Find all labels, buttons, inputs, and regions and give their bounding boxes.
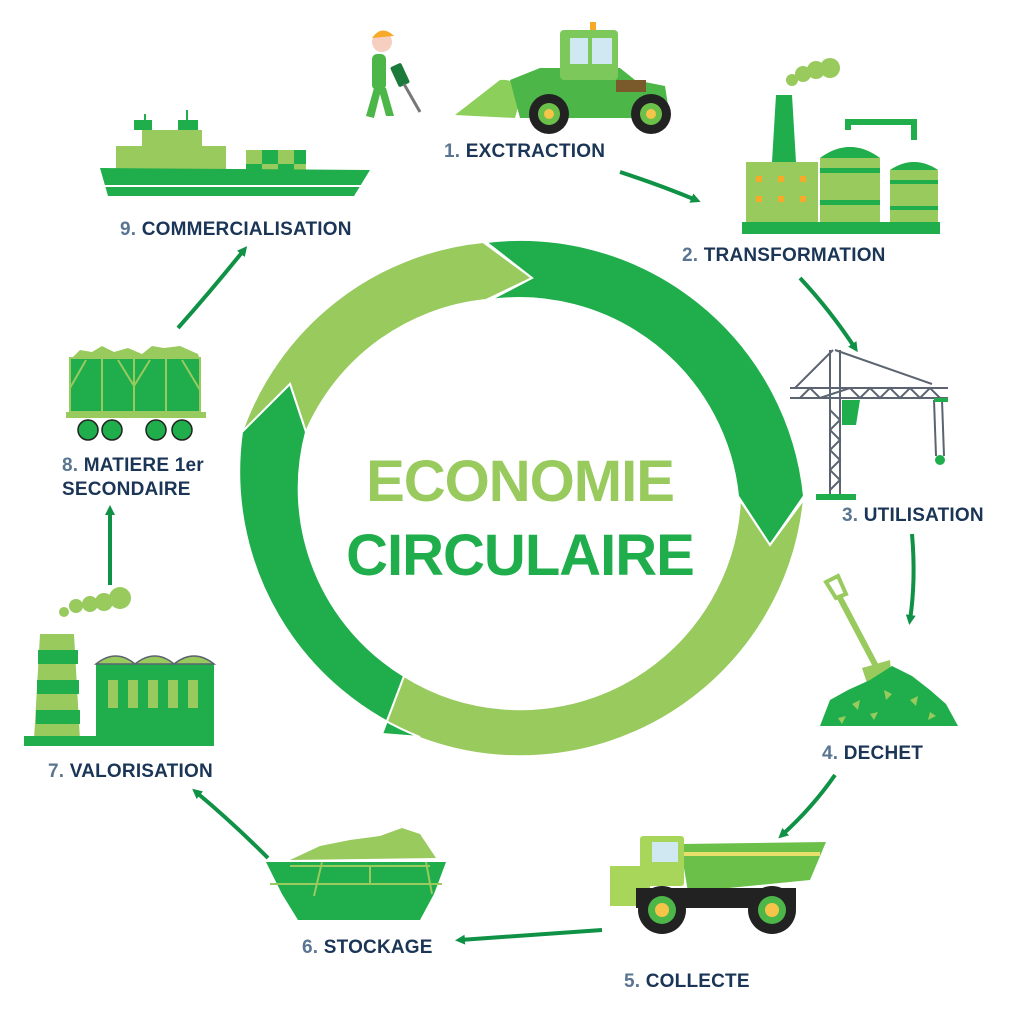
arrow-3-to-4 — [905, 533, 916, 625]
skip-container-icon — [266, 828, 446, 920]
arrow-1-to-2 — [619, 170, 701, 203]
shovel-waste-pile-icon — [820, 573, 958, 726]
step-name: COMMERCIALISATION — [141, 219, 352, 240]
arrow-2-to-3 — [798, 276, 858, 353]
step-label-4: 4. DECHET — [822, 742, 923, 766]
step-label-9: 9. COMMERCIALISATION — [120, 218, 352, 242]
arrow-4-to-5 — [778, 773, 837, 839]
step-label-7: 7. VALORISATION — [48, 760, 213, 784]
step-label-5: 5. COLLECTE — [624, 970, 750, 994]
step-label-2: 2. TRANSFORMATION — [682, 244, 886, 268]
step-name: COLLECTE — [645, 971, 750, 992]
title-line-1: ECONOMIE — [366, 449, 675, 514]
step-number: 2. — [682, 245, 699, 266]
ring-segment-light-top — [241, 240, 534, 435]
freight-wagon-icon — [66, 346, 206, 441]
arrow-5-to-6 — [455, 928, 603, 945]
step-number: 5. — [624, 971, 641, 992]
step-name-line-2: SECONDAIRE — [62, 479, 191, 500]
step-number: 3. — [842, 505, 859, 526]
crane-parts — [816, 398, 948, 500]
cycle-ring — [238, 238, 806, 758]
step-name: TRANSFORMATION — [703, 245, 886, 266]
tower-crane-icon — [790, 349, 948, 494]
step-label-6: 6. STOCKAGE — [302, 936, 433, 960]
arrow-8-to-9 — [176, 246, 248, 330]
step-label-1: 1. EXCTRACTION — [444, 140, 605, 164]
step-number: 1. — [444, 141, 461, 162]
step-number: 7. — [48, 761, 65, 782]
ring-segment-dark-left — [238, 382, 421, 738]
step-number: 9. — [120, 219, 137, 240]
dump-truck-icon — [610, 836, 826, 934]
worker-and-loader-icon — [366, 22, 671, 134]
step-arrows — [105, 170, 916, 945]
step-label-3: 3. UTILISATION — [842, 504, 984, 528]
cargo-ship-icon — [100, 110, 370, 196]
factory-tanks-icon — [742, 58, 940, 234]
step-number: 4. — [822, 743, 839, 764]
step-name: EXCTRACTION — [465, 141, 606, 162]
step-name: MATIERE 1er — [83, 455, 204, 476]
recycling-plant-icon — [24, 587, 217, 746]
step-name: UTILISATION — [863, 505, 984, 526]
arrow-6-to-7 — [192, 788, 270, 860]
step-name: DECHET — [843, 743, 924, 764]
step-number: 6. — [302, 937, 319, 958]
step-name: STOCKAGE — [323, 937, 433, 958]
step-number: 8. — [62, 455, 79, 476]
ring-segment-dark-right — [483, 238, 806, 547]
step-label-8: 8. MATIERE 1er SECONDAIRE — [62, 454, 204, 502]
step-name: VALORISATION — [69, 761, 213, 782]
title-line-2: CIRCULAIRE — [346, 523, 695, 588]
